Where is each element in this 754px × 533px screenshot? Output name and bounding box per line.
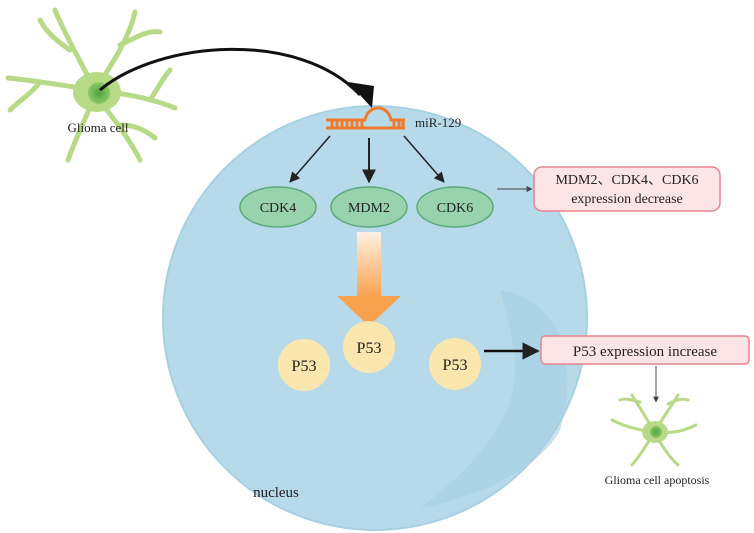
- nucleus-label: nucleus: [253, 485, 299, 501]
- mirna-label: miR-129: [415, 115, 461, 130]
- glioma-cell-label: Glioma cell: [67, 120, 128, 135]
- p53-node-left: [278, 339, 330, 391]
- orange-down-arrow: [337, 232, 401, 326]
- decrease-text-line1: MDM2、CDK4、CDK6: [555, 173, 698, 188]
- cdk4-label: CDK4: [260, 201, 297, 216]
- p53-label-left: P53: [292, 358, 317, 375]
- apoptosis-label: Glioma cell apoptosis: [605, 473, 710, 487]
- apoptosis-cell-nucleus: [650, 426, 662, 438]
- p53-label-center: P53: [357, 340, 382, 357]
- arrow-to-cdk6: [403, 135, 445, 183]
- cell-to-mirna-arrow: [99, 47, 362, 97]
- cdk6-node: [416, 186, 494, 228]
- cdk4-node: [239, 186, 317, 228]
- increase-result-box: [540, 335, 750, 365]
- decrease-result-box: [533, 166, 721, 212]
- p53-node-center: [343, 321, 395, 373]
- mdm2-label: MDM2: [348, 201, 390, 216]
- cell-to-mirna-arrowhead: [348, 82, 374, 108]
- cdk6-label: CDK6: [437, 201, 474, 216]
- p53-node-right: [429, 338, 481, 390]
- p53-label-right: P53: [443, 357, 468, 374]
- mirna-hairpin-icon: [326, 106, 405, 130]
- mdm2-node: [330, 186, 408, 228]
- decrease-text-line2: expression decrease: [571, 192, 683, 207]
- arrow-to-cdk4: [289, 135, 331, 183]
- increase-text: P53 expression increase: [573, 344, 717, 360]
